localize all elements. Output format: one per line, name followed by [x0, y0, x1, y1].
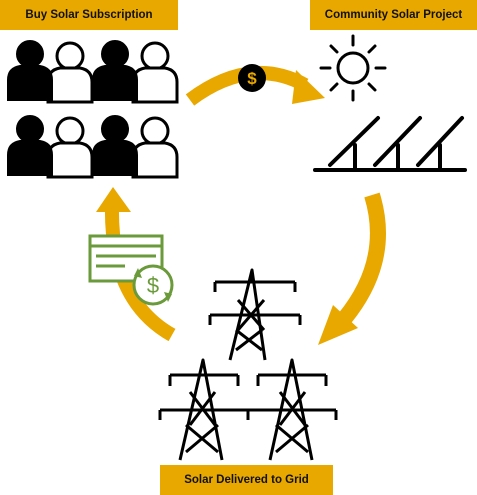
solar-delivered-to-grid-label: Solar Delivered to Grid	[160, 465, 333, 495]
buy-solar-subscription-label: Buy Solar Subscription	[0, 0, 178, 30]
svg-text:$: $	[247, 69, 257, 88]
community-solar-project-label: Community Solar Project	[310, 0, 477, 30]
transmission-towers-icon	[158, 268, 338, 461]
subscribers-icon	[7, 40, 179, 179]
delivery-flow-arrow	[318, 192, 386, 345]
solar-panels-icon	[313, 116, 467, 172]
svg-text:$: $	[147, 273, 159, 298]
credit-flow-arrow	[96, 187, 176, 342]
sun-icon	[319, 34, 387, 102]
dollar-coin-icon: $	[238, 64, 266, 92]
bill-credit-icon: $	[88, 234, 174, 306]
